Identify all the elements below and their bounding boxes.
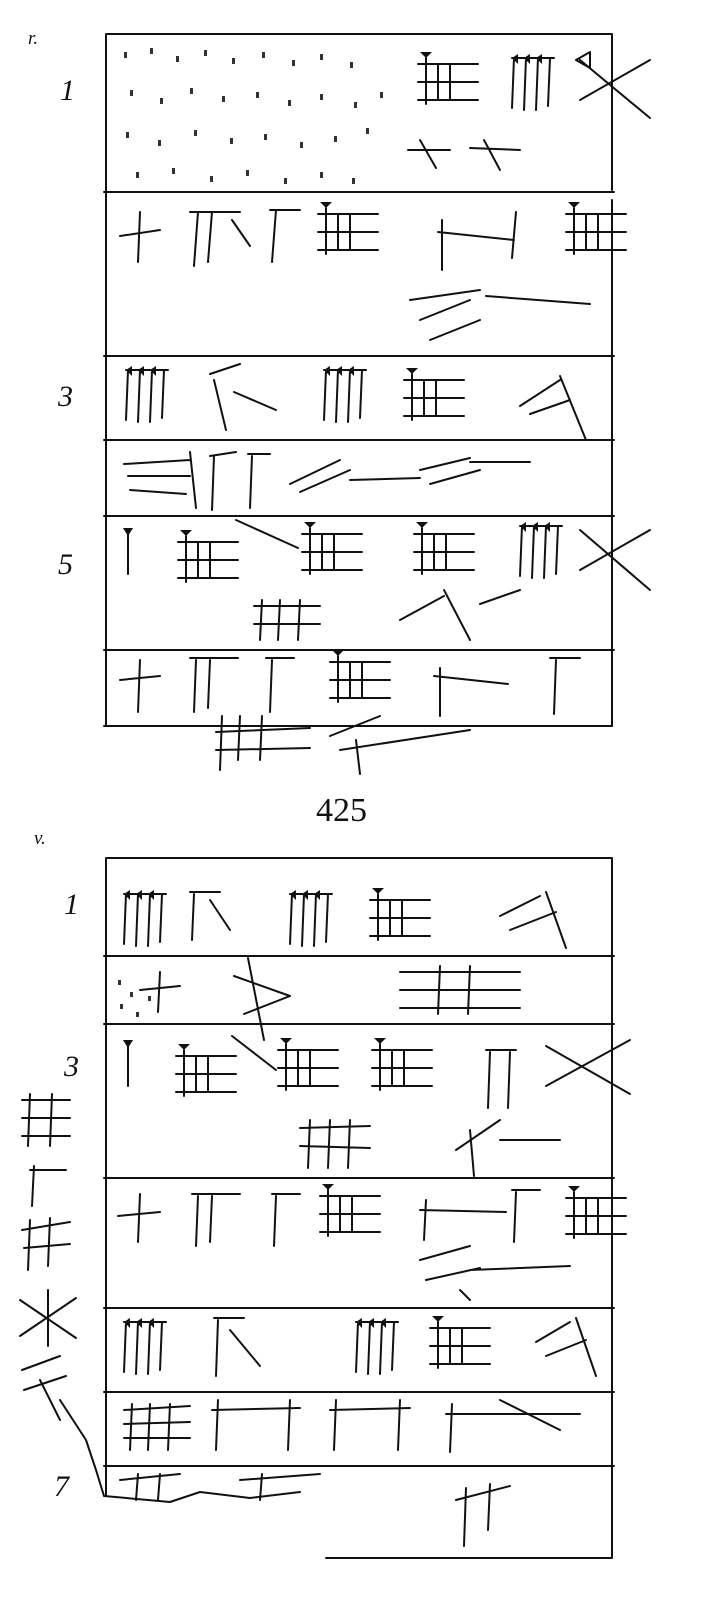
reverse-line-number-1: 1 [60,74,75,107]
obverse-side-label: v. [34,828,46,849]
obverse-line-number-1: 1 [64,888,79,921]
reverse-tablet [103,33,651,775]
obverse-line-number-7: 7 [54,1470,69,1503]
damage-hatching [124,48,383,184]
reverse-side-label: r. [28,28,39,49]
reverse-line-number-3: 3 [58,380,73,413]
obverse-tablet [19,857,631,1559]
page-number: 425 [316,792,367,829]
reverse-line-number-5: 5 [58,548,73,581]
obverse-line-number-3: 3 [64,1050,79,1083]
